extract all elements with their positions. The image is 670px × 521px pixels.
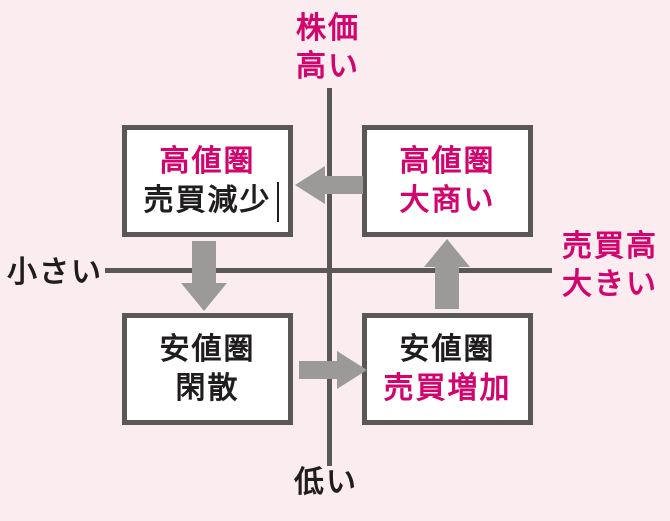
quadrant-line2: 売買減少 <box>143 184 272 217</box>
arrow-down-icon <box>181 241 227 311</box>
arrow-left-icon <box>295 166 363 204</box>
quadrant-line1: 高値圏 <box>399 145 496 178</box>
quadrant-line2: 閑散 <box>175 372 240 405</box>
axis-label-stock-price-low: 低い <box>294 466 358 499</box>
quadrant-line1: 安値圏 <box>399 333 496 366</box>
quadrant-high-price-heavy-trading: 高値圏 大商い <box>362 125 533 237</box>
quadrant-line1: 安値圏 <box>159 333 256 366</box>
axis-label-line: 高い <box>296 50 360 83</box>
quadrant-line2: 売買増加 <box>383 372 512 405</box>
arrow-up-icon <box>424 239 470 309</box>
text-cursor <box>276 182 279 222</box>
quadrant-low-price-quiet: 安値圏 閑散 <box>122 313 293 425</box>
axis-label-volume-small: 小さい <box>7 256 103 289</box>
axis-label-volume-large: 売買高 大きい <box>552 228 668 304</box>
quadrant-high-price-volume-decrease: 高値圏 売買減少 <box>122 125 293 237</box>
axis-label-line: 大きい <box>562 268 658 301</box>
horizontal-axis-line <box>105 268 552 273</box>
axis-label-stock-price-high: 株価 高い <box>267 10 389 86</box>
quadrant-line1: 高値圏 <box>159 145 256 178</box>
quadrant-line2: 大商い <box>399 184 496 217</box>
axis-label-line: 売買高 <box>562 230 658 263</box>
vertical-axis-line <box>327 88 332 466</box>
axis-label-line: 株価 <box>296 12 360 45</box>
arrow-right-icon <box>299 351 367 389</box>
quadrant-low-price-volume-increase: 安値圏 売買増加 <box>362 313 533 425</box>
